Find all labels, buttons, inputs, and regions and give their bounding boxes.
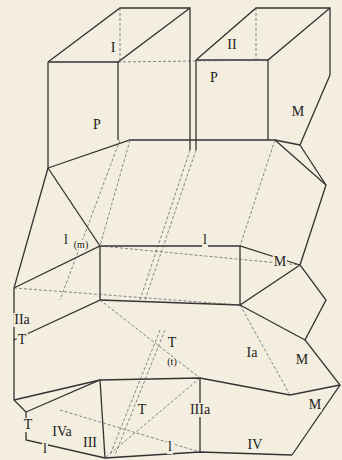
twin-plane-line [100,140,130,246]
crystal-edge [14,168,48,412]
twin-plane-line [140,150,190,300]
twin-plane-line [240,305,290,395]
face-label: M [308,398,322,412]
face-label: M [273,255,287,269]
twin-plane-line [118,60,268,62]
twin-plane-line [105,378,200,458]
face-label: T [167,336,178,350]
crystal-edge [14,380,100,400]
crystal-edge [14,246,300,288]
crystal-edge [100,380,105,458]
face-label: T [17,333,28,347]
face-label: l [63,233,69,247]
face-label: IVa [51,425,72,439]
face-label: IIa [13,313,31,327]
twin-plane-line [240,140,275,246]
face-label: I [110,41,117,55]
face-label: l [42,442,48,456]
face-label: III [82,436,98,450]
face-label: T [137,403,148,417]
face-label: IV [247,438,264,452]
crystal-edge [117,62,118,140]
twin-plane-line [14,288,240,305]
crystal-edge [105,452,292,458]
twin-plane-line [256,8,257,60]
twin-plane-line [60,140,120,300]
face-label: M [291,105,305,119]
twin-plane-line [110,330,160,455]
crystal-edge [26,412,105,458]
face-label: Ia [246,346,259,360]
crystal-edge [48,8,190,62]
crystal-edge [14,246,100,340]
face-label: IIIa [189,403,211,417]
twin-plane-line [145,150,196,300]
crystal-edge [26,378,340,412]
face-label: II [226,38,237,52]
twin-plane-line [100,300,200,378]
crystal-edge [47,62,48,168]
twin-plane-line [100,246,300,265]
crystal-edge [100,300,240,305]
face-label: l [202,233,208,247]
crystal-edge [267,60,268,140]
crystal-edge [196,8,330,75]
crystal-edge [275,140,326,185]
face-label: P [209,71,219,85]
twin-plane-line [120,8,121,62]
face-label: (t) [166,357,177,367]
crystal-edge [48,168,100,246]
face-label: M [295,353,309,367]
twin-plane-line [60,410,200,452]
crystal-edge [240,246,300,305]
face-label: l [167,440,173,454]
twin-plane-line [115,330,165,455]
crystal-edge [48,140,300,168]
face-label: T [23,418,34,432]
face-label: P [92,118,102,132]
crystal-edge [48,8,190,150]
crystal-edge [196,8,330,60]
crystal-edge [195,60,196,150]
face-label: (m) [73,240,89,250]
